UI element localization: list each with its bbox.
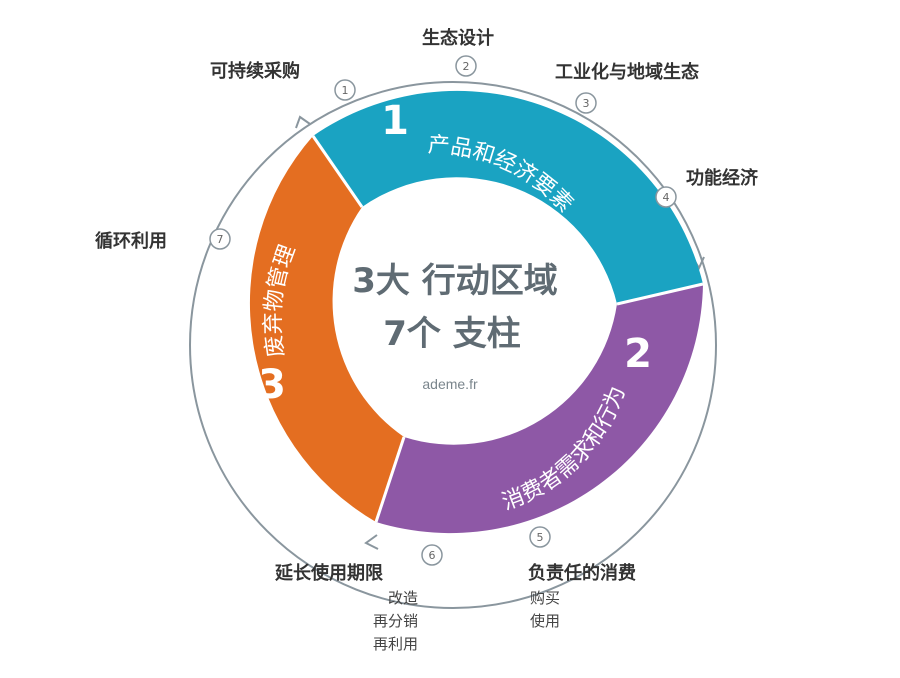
stage-marker-6: 6: [421, 544, 443, 566]
outer-cycle-ring: [189, 81, 717, 609]
pillar-1-number: 1: [381, 98, 409, 144]
stage-6-label: 延长使用期限: [274, 563, 384, 584]
stage-marker-5: 5: [529, 526, 551, 548]
stage-6-sub-3: 再利用: [373, 635, 418, 653]
svg-text:3: 3: [583, 97, 590, 110]
svg-text:4: 4: [663, 191, 670, 204]
stage-1-label: 可持续采购: [210, 60, 300, 82]
arrow-bottomleft-icon: [364, 534, 379, 550]
pillar-3-segment: [249, 136, 404, 522]
stage-marker-2: 2: [455, 55, 477, 77]
stage-3-label: 工业化与地域生态: [555, 61, 699, 83]
stage-marker-1: 1: [334, 79, 356, 101]
pillar-3-number: 3: [258, 362, 286, 408]
stage-marker-4: 4: [655, 186, 677, 208]
svg-text:2: 2: [463, 60, 470, 73]
stage-6-sub-1: 改造: [388, 589, 418, 607]
stage-7-label: 循环利用: [95, 230, 167, 252]
stage-5-sub-1: 购买: [530, 589, 560, 607]
stage-5-sub-2: 使用: [530, 612, 560, 630]
svg-text:7: 7: [217, 233, 224, 246]
pillar-2-number: 2: [624, 331, 652, 377]
center-title-line1: 3大 行动区域: [352, 261, 558, 301]
center-title-line2: 7个 支柱: [383, 314, 521, 354]
stage-5-label: 负责任的消费: [528, 562, 636, 584]
arrow-topleft-icon: [295, 115, 311, 129]
pillar-1-segment: [313, 90, 703, 304]
stage-2-label: 生态设计: [422, 27, 494, 49]
pillar-2-segment: [376, 284, 703, 534]
stage-4-label: 功能经济: [686, 167, 759, 189]
stage-marker-7: 7: [209, 228, 231, 250]
svg-text:6: 6: [429, 549, 436, 562]
source-label: ademe.fr: [422, 376, 478, 392]
stage-marker-3: 3: [575, 92, 597, 114]
svg-text:1: 1: [342, 84, 349, 97]
svg-text:5: 5: [537, 531, 544, 544]
stage-6-sub-2: 再分销: [373, 612, 418, 630]
